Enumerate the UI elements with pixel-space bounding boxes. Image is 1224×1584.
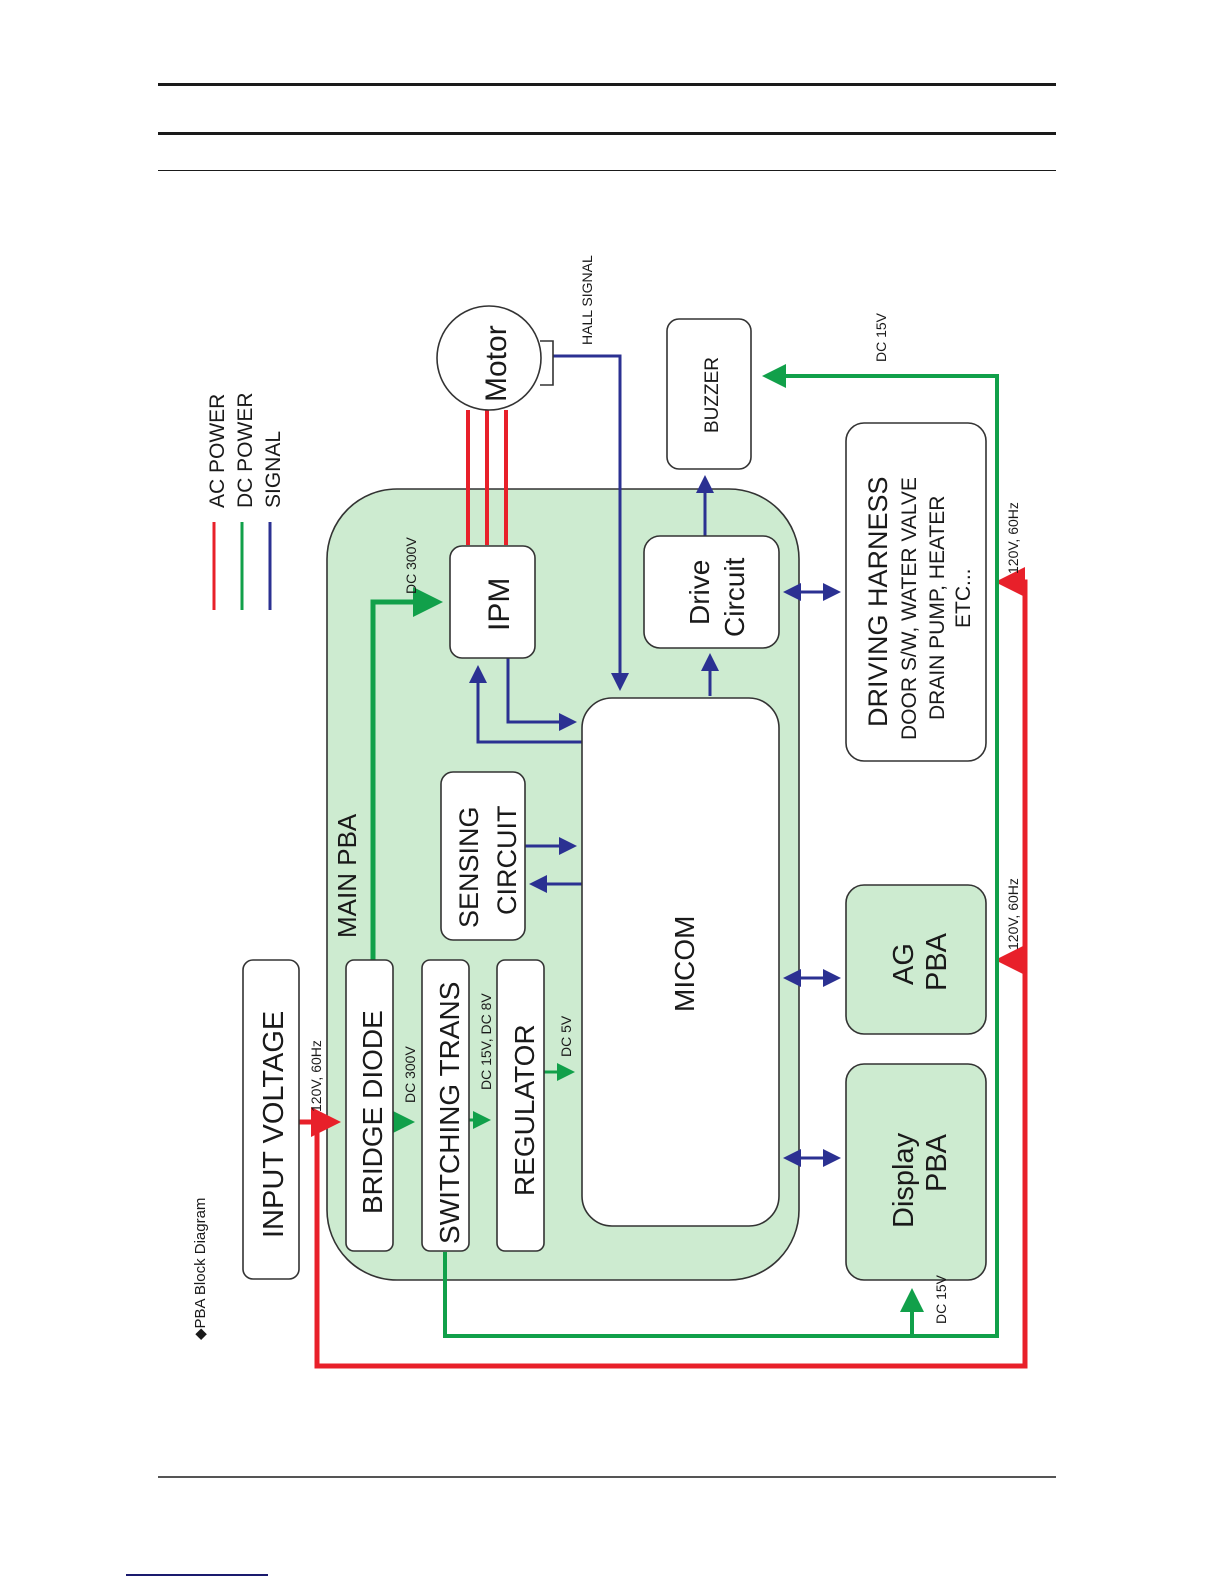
block-ipm: IPM xyxy=(449,545,536,659)
wire-annotations: 120V, 60Hz DC 300V DC 15V, DC 8V DC 5V D… xyxy=(308,255,1021,1324)
signal-hall-to-micom xyxy=(553,354,629,691)
legend: AC POWER DC POWER SIGNAL xyxy=(206,393,285,610)
ipm-label: IPM xyxy=(483,578,516,631)
block-sensing-circuit: SENSING CIRCUIT xyxy=(440,771,526,941)
header-rule-middle xyxy=(158,132,1056,135)
dc-wire-switching-loop xyxy=(443,374,999,1338)
legend-label-dc-power: DC POWER xyxy=(234,393,257,509)
main-pba-label: MAIN PBA xyxy=(332,813,362,938)
block-ag-pba: AG PBA xyxy=(845,884,987,1035)
label-bridge-dc: DC 300V xyxy=(402,1046,418,1103)
block-switching-trans: SWITCHING TRANS xyxy=(421,959,470,1252)
sensing-label-line1: SENSING xyxy=(454,806,484,928)
input-voltage-label: INPUT VOLTAGE xyxy=(258,1011,290,1238)
header-rule-top xyxy=(158,83,1056,86)
sensing-label-line2: CIRCUIT xyxy=(492,806,522,916)
diagram-caption: ◆PBA Block Diagram xyxy=(192,1198,209,1340)
label-hall-signal: HALL SIGNAL xyxy=(579,255,595,345)
signal-micom-to-ipm xyxy=(469,665,582,744)
ag-label-line2: PBA xyxy=(921,932,953,991)
block-input-voltage: INPUT VOLTAGE xyxy=(242,959,300,1280)
footer-rule xyxy=(158,1476,1056,1478)
block-regulator: REGULATOR xyxy=(496,959,545,1252)
bridge-diode-label: BRIDGE DIODE xyxy=(357,1010,388,1214)
signal-ipm-to-micom xyxy=(506,658,577,731)
dc-power-wires xyxy=(370,364,999,1338)
footer-link-underline xyxy=(126,1574,268,1576)
ag-label-line1: AG xyxy=(888,943,920,985)
block-buzzer: BUZZER xyxy=(666,318,752,470)
label-buzzer-dc: DC 15V xyxy=(873,312,889,362)
switching-trans-label: SWITCHING TRANS xyxy=(434,982,465,1244)
ac-power-wires xyxy=(299,410,1028,1369)
label-display-dc: DC 15V xyxy=(933,1274,949,1324)
label-ipm-dc: DC 300V xyxy=(403,537,419,594)
block-motor: Motor xyxy=(436,305,554,411)
block-drive-circuit: Drive Circuit xyxy=(643,535,780,649)
drive-label-line1: Drive xyxy=(684,560,715,625)
harness-line3: ETC... xyxy=(952,568,975,628)
drive-label-line2: Circuit xyxy=(719,557,750,637)
regulator-label: REGULATOR xyxy=(509,1024,540,1196)
harness-title: DRIVING HARNESS xyxy=(863,476,893,727)
label-harness-ac: 120V, 60Hz xyxy=(1005,502,1021,574)
label-input-ac: 120V, 60Hz xyxy=(308,1040,324,1112)
legend-label-signal: SIGNAL xyxy=(262,431,285,508)
buzzer-label: BUZZER xyxy=(702,357,723,433)
harness-line2: DRAIN PUMP, HEATER xyxy=(926,496,949,720)
label-ag-ac: 120V, 60Hz xyxy=(1005,878,1021,950)
dc-wire-bridge-to-ipm xyxy=(370,587,443,960)
label-switching-dc: DC 15V, DC 8V xyxy=(478,993,494,1090)
block-micom: MICOM xyxy=(581,697,780,1227)
header-rule-bottom xyxy=(158,170,1056,171)
legend-label-ac-power: AC POWER xyxy=(206,394,229,508)
signal-wires xyxy=(469,354,841,1167)
label-regulator-dc: DC 5V xyxy=(558,1015,574,1057)
motor-label: Motor xyxy=(480,325,513,402)
micom-label: MICOM xyxy=(669,916,700,1012)
block-bridge-diode: BRIDGE DIODE xyxy=(345,959,394,1252)
block-driving-harness: DRIVING HARNESS DOOR S/W, WATER VALVE DR… xyxy=(845,422,987,762)
harness-line1: DOOR S/W, WATER VALVE xyxy=(898,477,921,740)
display-label-line1: Display xyxy=(888,1132,920,1228)
display-label-line2: PBA xyxy=(921,1133,953,1192)
block-display-pba: Display PBA xyxy=(845,1063,987,1281)
